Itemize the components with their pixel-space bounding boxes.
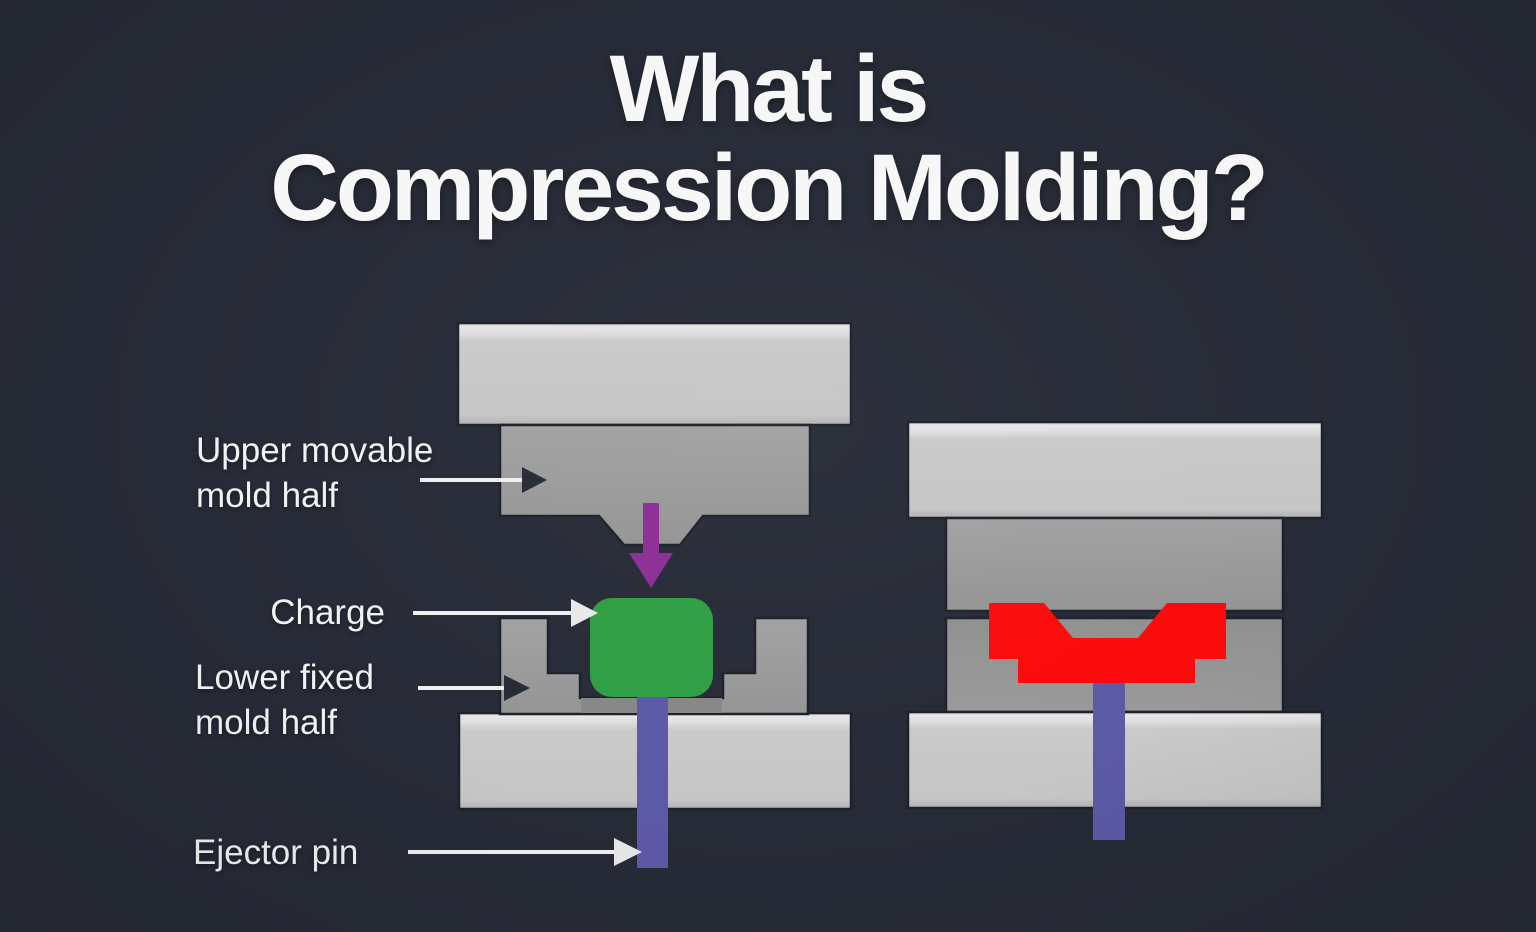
ejector-pin-label: Ejector pin xyxy=(193,830,358,875)
ejector-pin-pointer-arrow-icon xyxy=(614,838,642,866)
charge-shape xyxy=(590,598,713,697)
charge-pointer xyxy=(413,599,598,627)
label-pointers xyxy=(408,467,642,866)
closed-mold-diagram xyxy=(906,420,1324,840)
page-title: What is Compression Molding? xyxy=(0,40,1536,238)
upper-mold-pointer-arrow-icon xyxy=(522,467,547,493)
title-line-2: Compression Molding? xyxy=(270,135,1269,241)
upper-mold-label-line1: Upper movable xyxy=(196,431,434,470)
lower-mold-label-line2: mold half xyxy=(195,703,338,742)
left-upper-press-plate xyxy=(456,321,853,427)
charge-label: Charge xyxy=(180,590,385,635)
press-direction-arrow-icon xyxy=(629,503,673,588)
lower-mold-label-line1: Lower fixed xyxy=(195,658,374,697)
title-line-1: What is xyxy=(609,36,930,142)
upper-mold-label: Upper movable mold half xyxy=(196,428,433,518)
right-upper-press-plate xyxy=(906,420,1324,520)
charge-pointer-arrow-icon xyxy=(571,599,598,627)
upper-mold-label-line2: mold half xyxy=(196,476,339,515)
lower-mold-pointer-arrow-icon xyxy=(504,675,530,701)
right-upper-mold-block xyxy=(944,516,1285,613)
lower-fixed-mold-half-shape xyxy=(498,616,810,716)
open-mold-diagram xyxy=(456,321,853,868)
ejector-pin-pointer xyxy=(408,838,642,866)
ejector-pin-shape xyxy=(637,697,668,868)
right-ejector-pin-shape xyxy=(1093,683,1125,840)
ejector-pin-label-line1: Ejector pin xyxy=(193,833,359,872)
charge-label-line1: Charge xyxy=(270,593,385,632)
molded-part-shape xyxy=(989,603,1226,683)
lower-mold-pointer xyxy=(418,675,530,701)
lower-mold-label: Lower fixed mold half xyxy=(195,655,374,745)
upper-movable-mold-half-shape xyxy=(498,423,812,547)
upper-mold-pointer xyxy=(420,467,547,493)
